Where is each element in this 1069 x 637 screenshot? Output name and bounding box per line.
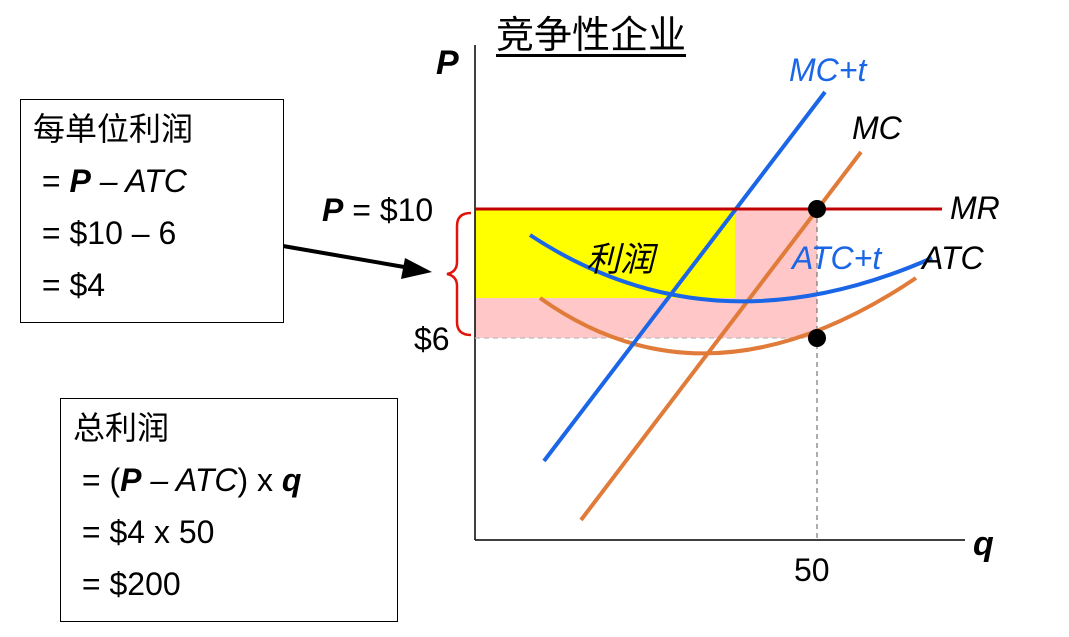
profit-area-label: 利润: [586, 240, 654, 280]
equals-sign: =: [33, 163, 70, 199]
x-axis-label: q: [973, 525, 994, 563]
unit-profit-box: 每单位利润 = P – ATC = $10 – 6 = $4: [20, 99, 284, 323]
atc-price-label: $6: [414, 321, 450, 357]
unit-profit-line-1: = P – ATC: [21, 155, 283, 207]
unit-profit-line-2: = $10 – 6: [33, 215, 177, 251]
open-paren: = (: [73, 462, 121, 498]
atc-t-label: ATC+t: [792, 240, 882, 276]
mr-label: MR: [950, 190, 1000, 226]
price-value: = $10: [343, 192, 434, 228]
total-profit-heading: 总利润: [73, 409, 170, 447]
price-symbol: P: [322, 192, 344, 228]
mc-t-label: MC+t: [789, 52, 867, 88]
q-symbol: q: [281, 462, 302, 498]
atc-t-curve: [528, 233, 933, 304]
mc-label: MC: [852, 110, 902, 146]
total-profit-line-3: = $200: [73, 566, 181, 602]
p-symbol: P: [69, 163, 91, 199]
total-profit-line-2: = $4 x 50: [73, 514, 215, 550]
total-profit-line-1: = (P – ATC) x q: [61, 454, 397, 506]
y-axis-label: P: [436, 44, 459, 82]
yellow-profit-region: [475, 209, 735, 298]
close-paren-times: ) x: [237, 462, 282, 498]
minus-atc: – ATC: [141, 462, 238, 498]
page-title: 竞争性企业: [496, 13, 687, 57]
x-tick-50: 50: [794, 552, 830, 588]
price-label: P = $10: [322, 192, 433, 229]
pointer-arrow-shaft: [282, 244, 411, 270]
mc-t-curve: [542, 90, 827, 463]
minus-atc: – ATC: [90, 163, 187, 199]
atc-label: ATC: [922, 240, 984, 276]
mr-mc-point: [808, 200, 826, 218]
atc-curve: [538, 276, 918, 356]
unit-profit-heading: 每单位利润: [33, 110, 194, 148]
profit-brace: [446, 211, 472, 337]
atc-point: [808, 329, 826, 347]
pointer-arrow-head: [401, 258, 432, 279]
total-profit-box: 总利润 = (P – ATC) x q = $4 x 50 = $200: [60, 398, 398, 622]
p-symbol: P: [120, 462, 142, 498]
unit-profit-line-3: = $4: [33, 267, 106, 303]
